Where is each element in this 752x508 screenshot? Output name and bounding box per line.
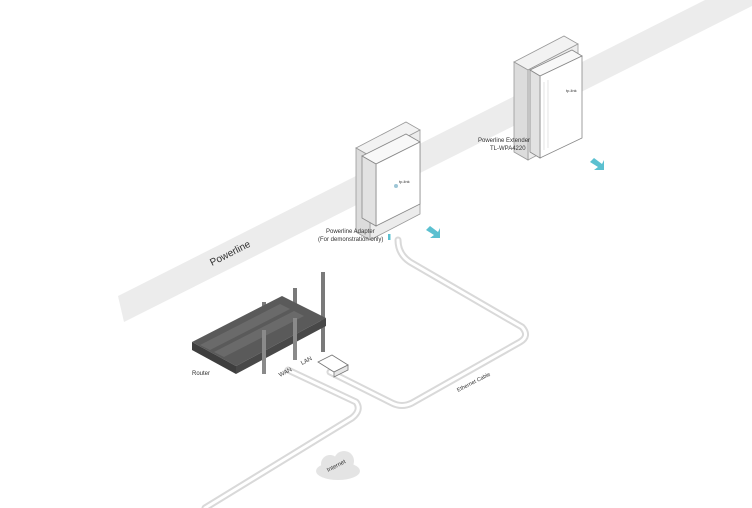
ethernet-plug-icon: [317, 354, 349, 378]
extender-label-line1: Powerline Extender: [478, 138, 530, 144]
extender-label-line2: TL-WPA4220: [490, 146, 526, 152]
plug-in-arrow-icon: [590, 158, 604, 170]
adapter-brand-label: tp-link: [399, 179, 410, 184]
powerline-extender-icon: [513, 35, 583, 161]
powerline-band: [118, 0, 752, 322]
extender-brand-label: tp-link: [566, 88, 577, 93]
lan-port-label: LAN: [300, 356, 313, 367]
ethernet-cable: [326, 236, 529, 409]
adapter-label-line2: (For demonstration only): [318, 237, 383, 243]
powerline-adapter-icon: [355, 121, 421, 241]
wan-port-label: WAN: [278, 367, 293, 379]
router-icon: [192, 272, 326, 374]
adapter-label-line1: Powerline Adapter: [326, 229, 375, 235]
plug-indicator-icon: [388, 234, 391, 240]
plug-in-arrow-icon: [426, 226, 440, 238]
router-label: Router: [192, 371, 210, 377]
internet-cloud-icon: [316, 451, 360, 480]
